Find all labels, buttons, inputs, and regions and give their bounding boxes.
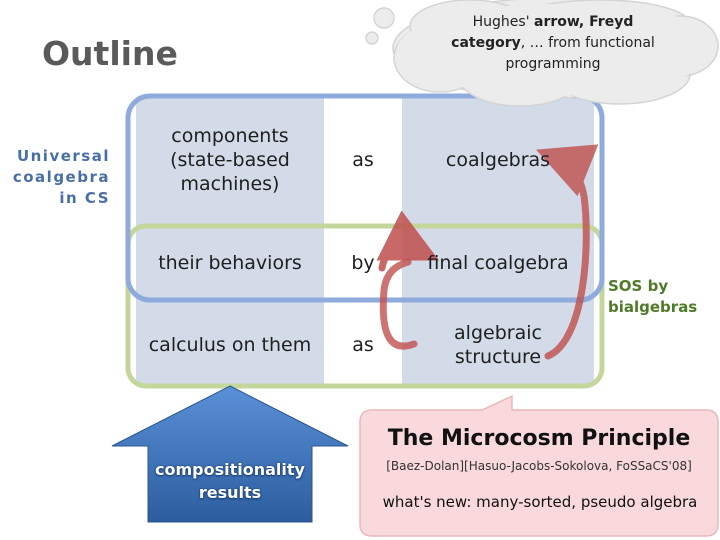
sos-line: bialgebras — [608, 298, 698, 316]
table-cell-left: calculus on them — [136, 318, 324, 372]
table-cell-mid: as — [352, 334, 374, 356]
sos-line: SOS by — [608, 277, 669, 295]
arrow-label-line: compositionality — [155, 460, 305, 479]
curved-arrow-structure-to-coalgebras — [536, 144, 599, 360]
callout-box — [359, 394, 719, 537]
table-cell-left: components (state-based machines) — [136, 112, 324, 208]
callout-new-text: what's new: many-sorted, pseudo algebra — [382, 493, 698, 511]
cell-line: machines) — [180, 173, 280, 195]
cell-line: their behaviors — [158, 252, 302, 274]
curved-arrow-as-loop — [379, 258, 418, 350]
sos-label: SOS by bialgebras — [608, 276, 697, 318]
table-cell-mid: by — [351, 252, 375, 274]
table-cell-mid: as — [352, 149, 374, 171]
callout-references: [Baez-Dolan][Hasuo-Jacobs-Sokolova, FoSS… — [386, 459, 692, 473]
cell-line: components — [171, 125, 289, 147]
cell-line: calculus on them — [148, 334, 312, 356]
cell-line: final coalgebra — [427, 252, 569, 274]
table-cell-left: their behaviors — [136, 244, 324, 282]
compositionality-label: compositionality results — [140, 458, 320, 504]
cloud-text-bold: category — [451, 35, 521, 51]
cell-line: algebraic — [454, 322, 542, 344]
table-column-left — [136, 98, 324, 386]
table-cell-right: coalgebras — [402, 112, 594, 208]
cloud-text-plain: , … from functional — [520, 35, 655, 51]
curved-arrow-by-to-final — [376, 210, 440, 272]
cloud-text-line: programming — [505, 56, 601, 72]
cloud-text: Hughes' arrow, Freyd category, … from fu… — [440, 12, 666, 75]
slide-title: Outline — [42, 34, 178, 73]
cloud-text-plain: Hughes' — [472, 14, 535, 30]
cell-line: (state-based — [170, 149, 290, 171]
callout-title: The Microcosm Principle — [387, 426, 691, 451]
cell-line: structure — [454, 346, 542, 368]
table-cell-right: algebraic structure — [402, 318, 594, 372]
green-frame — [125, 223, 605, 389]
compositionality-arrow — [111, 385, 349, 523]
blue-frame — [125, 93, 605, 303]
side-label-line: coalgebra — [12, 168, 110, 186]
cloud-text-bold: arrow, Freyd — [534, 14, 634, 30]
side-label-line: Universal — [16, 147, 110, 165]
side-label: Universal coalgebra in CS — [8, 146, 110, 209]
table-cell-right: final coalgebra — [402, 244, 594, 282]
cell-line: coalgebras — [445, 149, 551, 171]
side-label-line: in CS — [59, 189, 110, 207]
arrow-label-line: results — [198, 483, 262, 502]
